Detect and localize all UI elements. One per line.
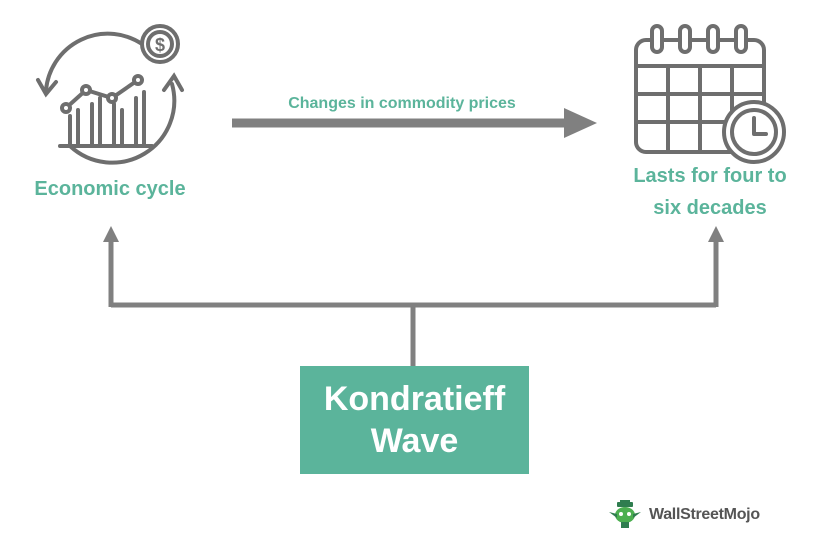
center-title-line1: Kondratieff: [323, 380, 506, 418]
commodity-prices-label: Changes in commodity prices: [288, 95, 516, 112]
mojo-mascot-icon: [609, 500, 641, 528]
kondratieff-wave-box: Kondratieff Wave: [300, 366, 529, 474]
left-up-head: [103, 226, 119, 242]
economic-cycle-label: Economic cycle: [34, 178, 186, 200]
svg-text:$: $: [155, 35, 165, 55]
duration-label: Lasts for four to six decades: [600, 160, 817, 224]
duration-label-line2: six decades: [653, 197, 767, 219]
right-up-head: [708, 226, 724, 242]
economic-cycle-icon: $: [36, 24, 184, 165]
commodity-arrow-head: [564, 108, 597, 138]
center-title-line2: Wave: [370, 422, 459, 460]
wallstreetmojo-logo: WallStreetMojo: [607, 500, 760, 530]
brand-name: WallStreetMojo: [649, 506, 760, 523]
calendar-clock-icon: [634, 24, 786, 164]
duration-label-line1: Lasts for four to: [633, 165, 787, 187]
